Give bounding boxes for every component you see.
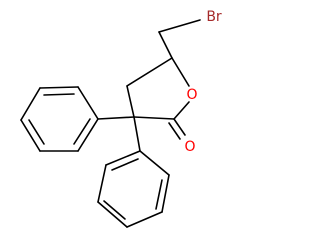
phenyl2-bond-3 [126, 211, 163, 228]
atom-label-carbonyl-oxygen: O [184, 139, 195, 155]
bond-o1-c2 [173, 101, 190, 120]
phenyl2-double-1 [155, 179, 163, 210]
bond-carbonyl-1 [173, 118, 186, 136]
phenyl1-bond-4 [20, 119, 41, 152]
phenyl1-bond-1 [77, 86, 99, 120]
phenyl2-bond-4 [97, 201, 128, 228]
molecule-canvas: Br O O [20, 9, 222, 228]
atom-label-bromine: Br [206, 9, 222, 25]
bond-ch2-br [158, 19, 201, 33]
bond-c2-c3 [133, 116, 175, 120]
phenyl1-double-1 [43, 93, 75, 96]
bond-c4-c5 [126, 57, 173, 87]
phenyl2-bond-6 [105, 150, 141, 166]
phenyl1-bond-2 [39, 86, 79, 89]
bond-c3-c4 [126, 85, 135, 118]
phenyl2-double-3 [111, 158, 139, 171]
phenyl1-double-3 [73, 118, 91, 145]
phenyl2-bond-1 [139, 150, 170, 176]
bond-c5-o1 [171, 57, 190, 87]
molecule-diagram: Br O O [20, 9, 222, 228]
atom-label-ring-oxygen: O [186, 87, 197, 103]
phenyl1-bond-3 [20, 87, 41, 121]
bond-c3-phenyl2 [133, 116, 141, 152]
phenyl2-bond-2 [161, 174, 170, 213]
phenyl1-bond-6 [77, 118, 99, 152]
phenyl2-double-2 [103, 200, 126, 220]
bond-carbonyl-2 [168, 122, 181, 140]
bond-c3-phenyl1 [97, 116, 135, 120]
phenyl2-bond-5 [97, 164, 107, 203]
bond-chain-c5-ch2 [158, 31, 173, 59]
phenyl1-double-2 [28, 119, 45, 145]
